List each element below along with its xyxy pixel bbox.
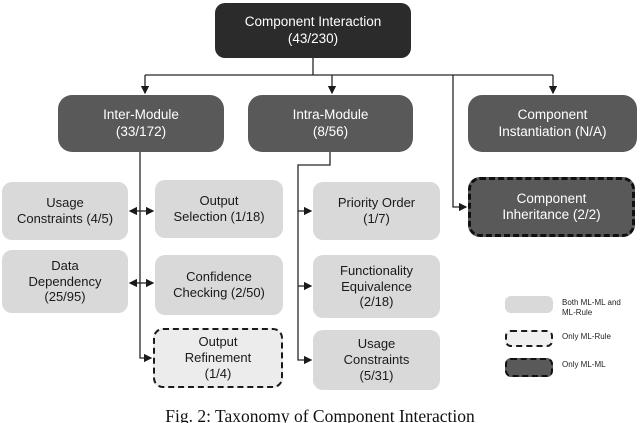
node-component-interaction: Component Interaction (43/230) (215, 3, 411, 58)
legend-label: Both ML-ML and ML-Rule (562, 298, 621, 318)
legend-swatch-dark-dashed (505, 357, 553, 377)
node-label: Constraints (343, 352, 410, 368)
node-count: (1/7) (363, 211, 390, 226)
node-count: Checking (2/50) (173, 285, 265, 300)
node-component-instantiation: Component Instantiation (N/A) (468, 95, 637, 152)
node-label: Inheritance (2/2) (502, 207, 601, 222)
node-label: Inter-Module (103, 107, 179, 123)
legend-item-only-ml-rule: Only ML-Rule (505, 329, 638, 347)
legend: Both ML-ML and ML-Rule Only ML-Rule Only… (505, 296, 638, 388)
legend-label: Only ML-Rule (562, 331, 611, 341)
node-label: Instantiation (N/A) (498, 123, 607, 139)
node-label: Confidence (186, 269, 252, 285)
node-functionality-equivalence: Functionality Equivalence (2/18) (313, 255, 440, 318)
node-priority-order: Priority Order (1/7) (313, 182, 440, 240)
legend-item-both: Both ML-ML and ML-Rule (505, 296, 638, 319)
figure-caption: Fig. 2: Taxonomy of Component Interactio… (165, 406, 475, 423)
node-count: (2/18) (359, 294, 394, 310)
node-label: Usage (46, 195, 84, 211)
node-label: Priority Order (337, 195, 416, 211)
node-label: Component (516, 190, 587, 206)
node-count: (8/56) (312, 123, 349, 139)
node-component-inheritance: Component Inheritance (2/2) (468, 177, 635, 237)
node-label: Equivalence (341, 278, 412, 294)
legend-swatch-light-solid (505, 296, 553, 313)
node-label: Usage (357, 336, 396, 352)
legend-swatch-light-dashed (505, 329, 553, 347)
node-usage-constraints-inter: Usage Constraints (4/5) (2, 182, 128, 240)
node-label: Component (517, 107, 588, 123)
node-count: (33/172) (115, 123, 167, 139)
node-count: Constraints (4/5) (16, 211, 114, 226)
node-count: (43/230) (287, 30, 339, 46)
node-count: (25/95) (44, 289, 86, 305)
legend-label: Only ML-ML (562, 359, 606, 369)
node-label: Component Interaction (244, 14, 382, 30)
node-count: Selection (1/18) (173, 209, 265, 224)
node-label: Data (51, 257, 79, 273)
node-output-refinement: Output Refinement (1/4) (153, 328, 283, 388)
node-label: Intra-Module (292, 107, 369, 123)
node-label: Refinement (184, 350, 252, 366)
node-usage-constraints-intra: Usage Constraints (5/31) (313, 330, 440, 390)
node-confidence-checking: Confidence Checking (2/50) (155, 255, 283, 315)
node-count: (1/4) (204, 365, 232, 381)
node-label: Dependency (28, 273, 102, 289)
node-label: Functionality (340, 262, 413, 278)
node-count: (5/31) (359, 367, 394, 383)
node-intra-module: Intra-Module (8/56) (248, 95, 413, 152)
node-output-selection: Output Selection (1/18) (155, 180, 283, 238)
node-data-dependency: Data Dependency (25/95) (2, 250, 128, 313)
node-label: Output (198, 334, 238, 350)
node-inter-module: Inter-Module (33/172) (58, 95, 224, 152)
node-label: Output (199, 193, 239, 209)
legend-item-only-ml-ml: Only ML-ML (505, 357, 638, 377)
